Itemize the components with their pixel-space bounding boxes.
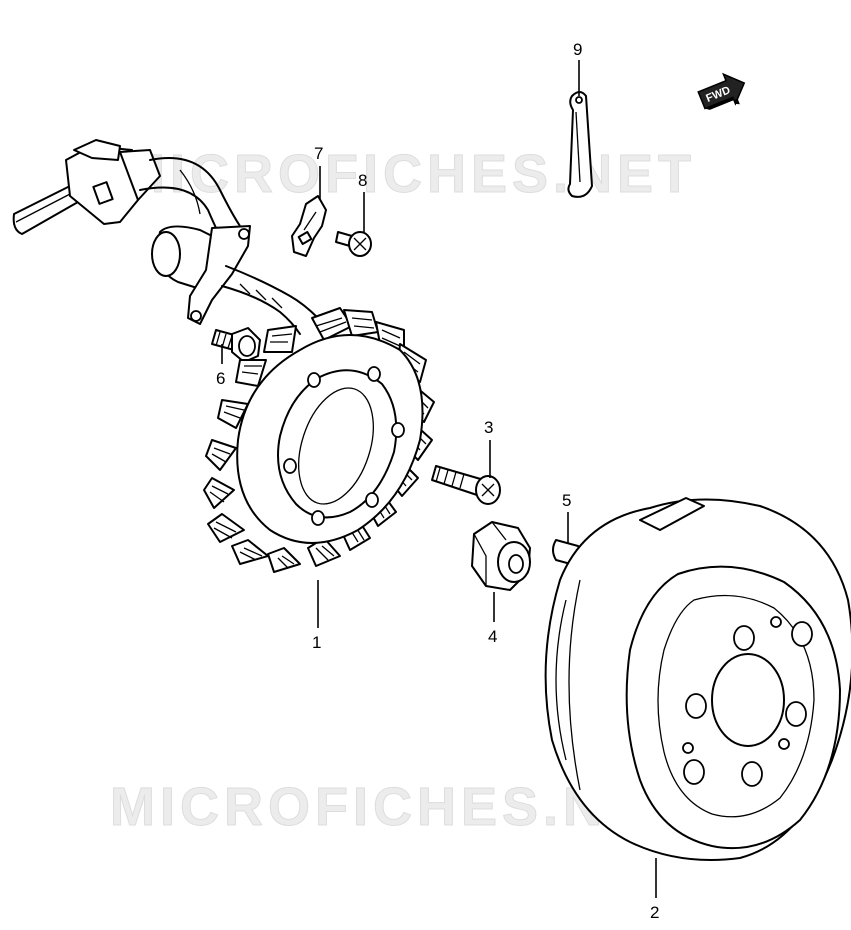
callout-1: 1: [312, 633, 321, 652]
callout-6: 6: [216, 369, 225, 388]
part-3-bolt: [431, 465, 501, 505]
part-7-clip: [291, 195, 327, 257]
callouts: 1 2 3 4 5 6 7 8 9: [216, 40, 659, 922]
callout-7: 7: [314, 144, 323, 163]
callout-8: 8: [358, 171, 367, 190]
callout-5: 5: [562, 491, 571, 510]
watermark-top: MICROFICHES.NET: [120, 144, 696, 204]
wire-harness: [12, 139, 319, 335]
part-2-rotor: [544, 497, 851, 861]
callout-3: 3: [484, 418, 493, 437]
callout-9: 9: [573, 40, 582, 59]
callout-4: 4: [488, 627, 497, 646]
part-1-stator: [203, 307, 435, 573]
part-4-nut: [471, 521, 531, 591]
callout-2: 2: [650, 903, 659, 922]
fwd-arrow-icon: FWD: [697, 72, 746, 110]
part-6-bolt: [211, 327, 261, 363]
part-8-screw: [335, 231, 372, 257]
part-9-clamp: [567, 91, 593, 198]
